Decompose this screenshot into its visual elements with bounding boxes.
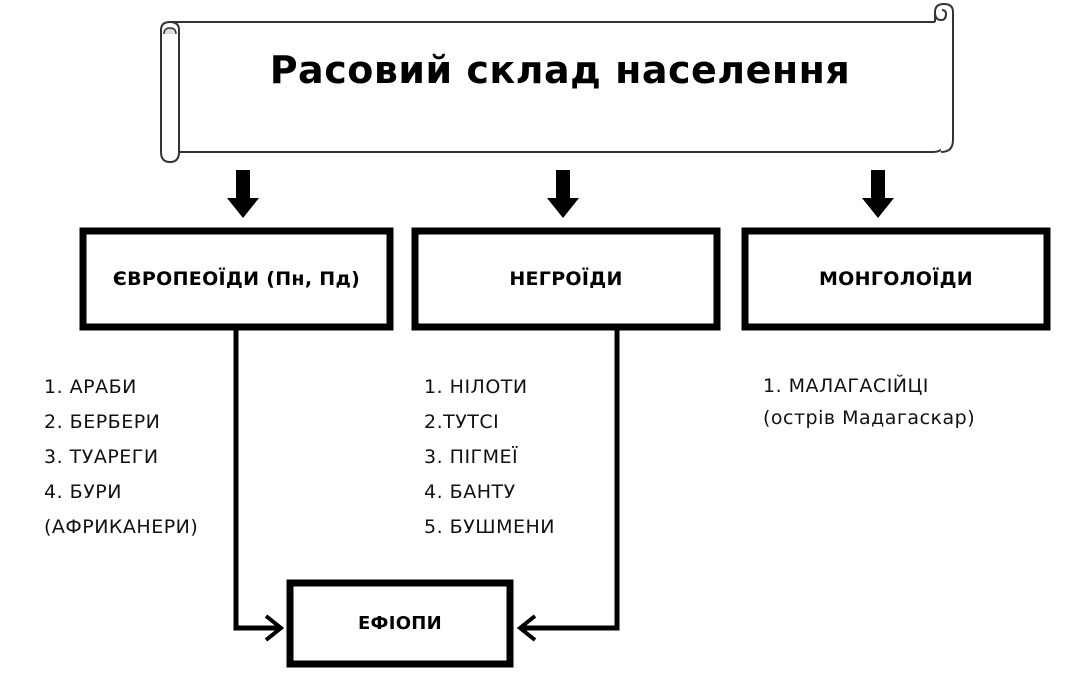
connector-left (233, 330, 285, 642)
list-item: 4. БАНТУ (424, 481, 516, 503)
list-item: 4. БУРИ (44, 481, 122, 503)
list-item: 1. НІЛОТИ (424, 376, 528, 398)
down-arrow-icon (227, 170, 259, 218)
connector-right (516, 330, 620, 642)
group-label-ethiopians: ЕФІОПИ (357, 613, 443, 634)
arrow-right-icon (264, 614, 285, 642)
list-item: 3. ТУАРЕГИ (44, 446, 159, 468)
down-arrow-icon (547, 170, 579, 218)
box-ethiopians (286, 579, 514, 668)
box-mongoloids (741, 227, 1051, 331)
down-arrow-icon (862, 170, 894, 218)
group-label-mongoloids: МОНГОЛОЇДИ (818, 268, 974, 290)
list-item: 3. ПІГМЕЇ (424, 446, 519, 468)
list-item: (АФРИКАНЕРИ) (44, 516, 199, 538)
scroll-roll-left (160, 20, 180, 164)
list-item: 2. БЕРБЕРИ (44, 411, 161, 433)
negroids-list: 1. НІЛОТИ 2.ТУТСІ 3. ПІГМЕЇ 4. БАНТУ 5. … (424, 370, 555, 545)
list-item: 2.ТУТСІ (424, 411, 500, 433)
europeoids-list: 1. АРАБИ 2. БЕРБЕРИ 3. ТУАРЕГИ 4. БУРИ (… (44, 370, 198, 545)
box-negroids (411, 227, 721, 331)
list-item: (острів Мадагаскар) (763, 407, 976, 429)
list-item: 1. АРАБИ (44, 376, 137, 398)
arrow-left-icon (516, 614, 537, 642)
list-item: 5. БУШМЕНИ (424, 516, 555, 538)
group-label-negroids: НЕГРОЇДИ (509, 268, 623, 290)
box-europeoids (79, 227, 394, 331)
mongoloids-list: 1. МАЛАГАСІЙЦІ (острів Мадагаскар) (763, 370, 975, 434)
diagram-title: Расовий склад населення (269, 48, 851, 92)
group-label-europeoids: ЄВРОПЕОЇДИ (Пн, Пд) (112, 268, 361, 290)
list-item: 1. МАЛАГАСІЙЦІ (763, 375, 929, 397)
scroll-curl-top-right (934, 2, 954, 153)
scroll-banner-icon (160, 2, 954, 164)
